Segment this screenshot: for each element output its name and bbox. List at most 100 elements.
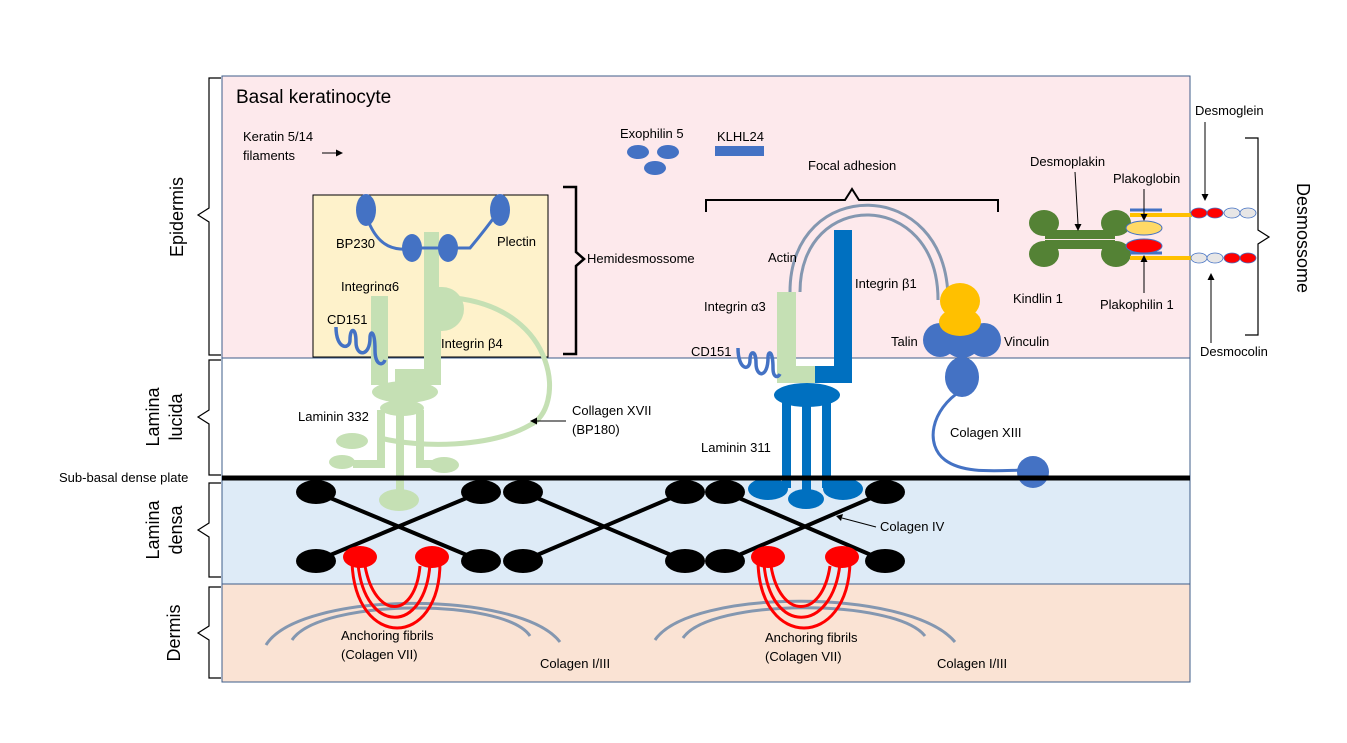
- desmoplakin-node-2: [1029, 241, 1059, 267]
- plectin-head-right: [490, 194, 510, 226]
- collagen-iv-label: Colagen IV: [880, 519, 945, 534]
- collagen-i-iii-label-left: Colagen I/III: [540, 656, 610, 671]
- plakophilin-label: Plakophilin 1: [1100, 297, 1174, 312]
- desmoglein-bead-1: [1190, 207, 1208, 219]
- cd151-left-shape: [334, 326, 387, 366]
- laminin-311-stem-1: [782, 398, 791, 488]
- bp230-head-left: [356, 194, 376, 226]
- collagen-xvii-strand: [379, 295, 552, 447]
- desmocolin-arrowhead: [1207, 273, 1215, 280]
- collagen-iv-node-8: [461, 549, 501, 573]
- collagen-iv-node-4: [665, 480, 705, 504]
- anchoring-fibrils-left: [350, 561, 442, 630]
- collagen-i-iii-left-arc-2: [290, 606, 532, 641]
- keratin-arrowhead: [336, 149, 343, 157]
- laminin-332-arm-left: [353, 460, 385, 468]
- anchoring-fibrils-label-right-1: Anchoring fibrils: [765, 630, 858, 645]
- integrin-a3-shape: [777, 292, 815, 383]
- bp230-label: BP230: [336, 236, 375, 251]
- actin-filament-outer: [788, 203, 950, 301]
- laminin-332-knob-3: [429, 457, 459, 473]
- desmocolin-label: Desmocolin: [1200, 344, 1268, 359]
- laminin-311-stem-3: [822, 398, 831, 488]
- collagen-xiii-end: [1017, 456, 1049, 488]
- laminin-332-stem-3: [416, 410, 424, 468]
- collagen-iv-node-7: [296, 549, 336, 573]
- anchoring-fibril-head-4: [825, 546, 859, 568]
- collagen-iv-node-6: [865, 480, 905, 504]
- hemidesmosome-brace: [563, 185, 586, 356]
- lamina-densa-label-2: densa: [166, 504, 186, 554]
- desmoplakin-node-1: [1029, 210, 1059, 236]
- desmocolin-bead-3: [1223, 252, 1241, 264]
- anchoring-fibrils-label-left-1: Anchoring fibrils: [341, 628, 434, 643]
- desmoglein-arrowhead: [1201, 194, 1209, 201]
- cd151-right-shape: [736, 347, 782, 379]
- talin-label: Talin: [891, 334, 918, 349]
- epidermis-brace: [196, 77, 221, 356]
- bp230-node: [402, 234, 422, 262]
- desmoplakin-bar-bottom: [1045, 240, 1115, 249]
- exophilin-dot-3: [644, 161, 666, 175]
- collagen-i-iii-label-right: Colagen I/III: [937, 656, 1007, 671]
- lamina-densa-label-1: Lamina: [143, 499, 163, 559]
- laminin-311-foot-left: [748, 478, 788, 500]
- epidermis-label: Epidermis: [167, 177, 187, 257]
- collagen-iv-network: [315, 490, 886, 563]
- collagen-iv-arrowhead: [836, 514, 843, 521]
- klhl24-label: KLHL24: [717, 129, 764, 144]
- cd151-right-label: CD151: [691, 344, 731, 359]
- anchoring-fibrils-label-right-2: (Colagen VII): [765, 649, 842, 664]
- collagen-iv-node-5: [705, 480, 745, 504]
- integrin-a3-label: Integrin α3: [704, 299, 766, 314]
- laminin-311-foot-right: [823, 478, 863, 500]
- kindlin-label: Kindlin 1: [1013, 291, 1063, 306]
- exophilin-dot-2: [657, 145, 679, 159]
- collagen-xvii-arrowhead: [530, 417, 537, 425]
- exophilin-label: Exophilin 5: [620, 126, 684, 141]
- anchoring-fibril-head-3: [751, 546, 785, 568]
- desmoplakin-node-4: [1101, 241, 1131, 267]
- lamina-densa-brace: [196, 482, 221, 578]
- actin-filament-inner: [798, 213, 940, 301]
- laminin-311-label: Laminin 311: [701, 440, 771, 455]
- desmoglein-bead-3: [1223, 207, 1241, 219]
- dermis-region: [221, 583, 1191, 683]
- lamina-lucida-brace: [196, 359, 221, 476]
- collagen-i-iii-right-arc-1: [653, 599, 957, 643]
- laminin-332-head-2: [380, 400, 424, 416]
- collagen-i-iii-left-arc-1: [264, 601, 562, 646]
- desmossome-label: Desmossome: [1293, 183, 1313, 293]
- desmoplakin-node-3: [1101, 210, 1131, 236]
- laminin-332-stem-1: [377, 410, 385, 468]
- laminin-332-knob-1: [336, 433, 368, 449]
- collagen-iv-node-2: [461, 480, 501, 504]
- laminin-332-label: Laminin 332: [298, 409, 369, 424]
- desmoglein-bead-4: [1239, 207, 1257, 219]
- laminin-332-knob-2: [329, 455, 355, 469]
- laminin-311-stem-2: [802, 398, 811, 494]
- anchoring-fibril-head-2: [415, 546, 449, 568]
- plakophilin-arrowhead: [1140, 255, 1148, 262]
- desmocolin-bead-4: [1239, 252, 1257, 264]
- collagen-xvii-label-1: Collagen XVII: [572, 403, 652, 418]
- desmoglein-bead-2: [1206, 207, 1224, 219]
- anchoring-fibrils-right: [756, 561, 852, 630]
- vinculin-label: Vinculin: [1004, 334, 1049, 349]
- plakoglobin-arrowhead: [1140, 214, 1148, 221]
- lamina-lucida-label-1: Lamina: [143, 386, 163, 446]
- collagen-iv-node-3: [503, 480, 543, 504]
- plectin-label: Plectin: [497, 234, 536, 249]
- dermis-label: Dermis: [164, 605, 184, 662]
- collagen-iv-node-11: [705, 549, 745, 573]
- exophilin-dot-1: [627, 145, 649, 159]
- collagen-iv-node-9: [503, 549, 543, 573]
- collagen-iv-arrow: [841, 517, 877, 528]
- laminin-311-foot-mid: [788, 489, 824, 509]
- integrin-b4-shape: [395, 232, 464, 385]
- desmoplakin-arrowhead: [1074, 224, 1082, 231]
- hemidesmosome-label: Hemidesmossome: [587, 251, 695, 266]
- cell-title: Basal keratinocyte: [236, 87, 391, 108]
- plakophilin-shape: [1125, 238, 1163, 254]
